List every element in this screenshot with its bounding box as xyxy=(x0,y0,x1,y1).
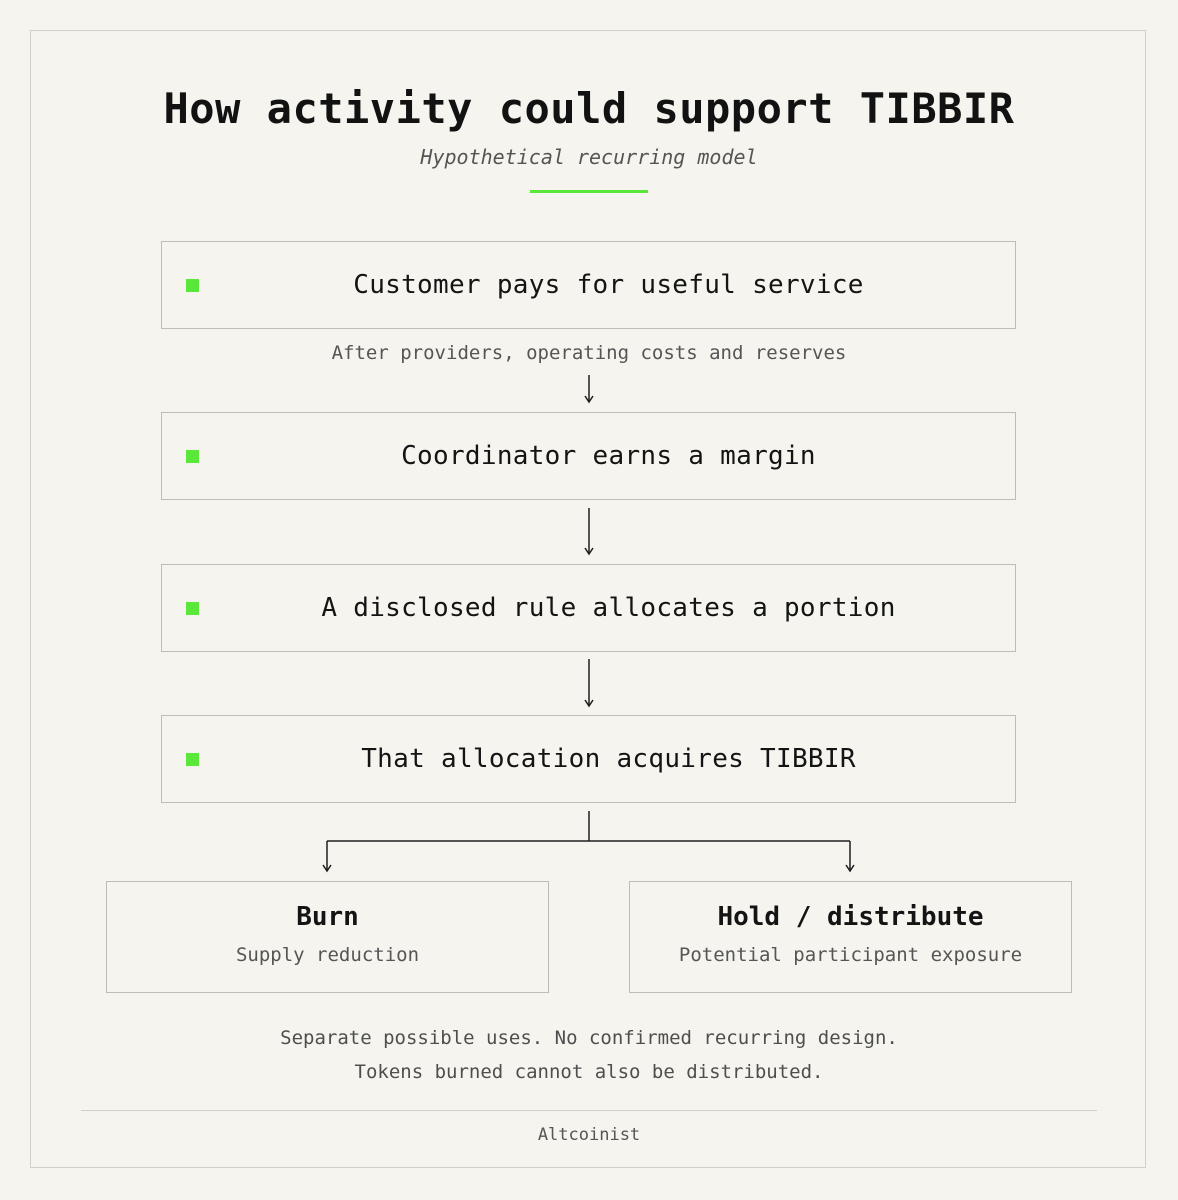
outcome-subtitle: Potential participant exposure xyxy=(678,944,1023,966)
arrow-down-icon xyxy=(584,659,594,708)
step-coordinator-margin: Coordinator earns a margin xyxy=(161,412,1016,500)
arrow-down-icon xyxy=(584,375,594,404)
page-title: How activity could support TIBBIR xyxy=(163,84,1015,133)
green-square-icon xyxy=(186,279,199,292)
step-rule-allocates: A disclosed rule allocates a portion xyxy=(161,564,1016,652)
outcome-burn: Burn Supply reduction xyxy=(106,881,549,993)
green-square-icon xyxy=(186,602,199,615)
outcome-subtitle: Supply reduction xyxy=(235,944,420,966)
green-square-icon xyxy=(186,753,199,766)
step-allocation-acquires: That allocation acquires TIBBIR xyxy=(161,715,1016,803)
footnote-line: Tokens burned cannot also be distributed… xyxy=(354,1061,824,1083)
outcome-title: Burn xyxy=(296,902,359,932)
step-label: Coordinator earns a margin xyxy=(401,440,816,471)
branch-connector xyxy=(322,811,855,873)
step-label: Customer pays for useful service xyxy=(353,269,864,300)
step-customer-pays: Customer pays for useful service xyxy=(161,241,1016,329)
step-label: That allocation acquires TIBBIR xyxy=(361,743,856,774)
step-label: A disclosed rule allocates a portion xyxy=(321,592,896,623)
brand-label: Altcoinist xyxy=(537,1125,641,1145)
step-note: After providers, operating costs and res… xyxy=(331,342,847,364)
green-square-icon xyxy=(186,450,199,463)
card-frame xyxy=(30,30,1146,1168)
arrow-down-icon xyxy=(584,508,594,556)
accent-rule xyxy=(530,190,648,193)
outcome-hold-distribute: Hold / distribute Potential participant … xyxy=(629,881,1072,993)
footnote-line: Separate possible uses. No confirmed rec… xyxy=(280,1027,898,1049)
outcome-title: Hold / distribute xyxy=(717,902,984,932)
footer-divider xyxy=(81,1110,1097,1111)
page-subtitle: Hypothetical recurring model xyxy=(420,145,758,169)
